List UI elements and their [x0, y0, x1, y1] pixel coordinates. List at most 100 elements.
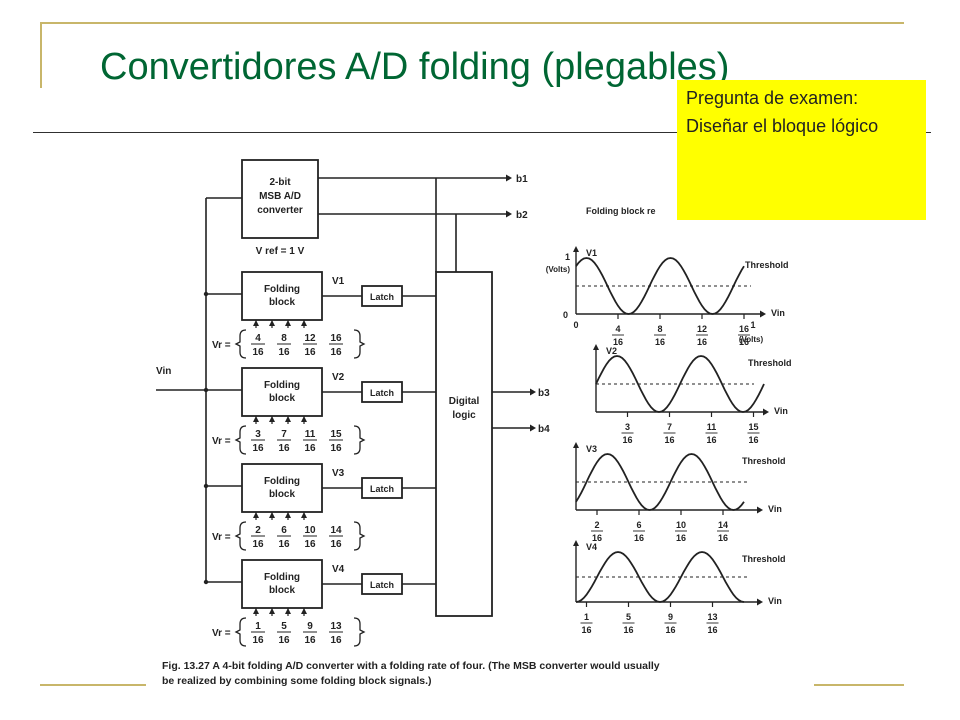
- plot1-y-unit-label: (Volts): [546, 265, 571, 274]
- ref-numerator-3-2: 6: [281, 525, 287, 536]
- plot-tick-denominator-4-1: 16: [581, 625, 591, 635]
- vin-junction-dot-3: [203, 483, 209, 489]
- plot-tick-numerator-4-4: 13: [707, 612, 717, 622]
- b2-arrow: [506, 210, 512, 218]
- ref-set-brace-left-1: [234, 329, 247, 359]
- msb-label-line2: MSB A/D: [259, 191, 301, 202]
- title-underline: [33, 132, 931, 133]
- plot-waveform-1: [575, 257, 745, 315]
- folding-output-label-2: V2: [332, 372, 345, 383]
- latch-label-2: Latch: [370, 388, 394, 398]
- plot-tick-numerator-3-3: 10: [676, 520, 686, 530]
- exam-note: Pregunta de examen: Diseñar el bloque ló…: [677, 80, 926, 220]
- figure-caption-line-1: Fig. 13.27 A 4-bit folding A/D converter…: [162, 660, 660, 672]
- plot-waveform-4: [575, 551, 745, 603]
- ref-numerator-4-2: 5: [281, 621, 287, 632]
- msb-converter-block: [241, 159, 319, 239]
- decorative-vertical-line: [40, 22, 42, 88]
- plot-tick-numerator-2-3: 11: [707, 422, 717, 432]
- msb-label-line3: converter: [257, 205, 303, 216]
- folding-label-3-line1: Folding: [264, 476, 300, 487]
- folding-block-1: [241, 271, 323, 321]
- plot-tick-denominator-2-4: 16: [748, 435, 758, 445]
- msb-label-line1: 2-bit: [269, 177, 291, 188]
- plot-tick-numerator-4-3: 9: [668, 612, 673, 622]
- folding-label-3-line2: block: [269, 489, 296, 500]
- ref-input-arrow-1-3: [285, 320, 291, 326]
- latch-label-3: Latch: [370, 484, 394, 494]
- ref-set-label-1: Vr =: [212, 340, 231, 351]
- folding-block-3: [241, 463, 323, 513]
- plot-y-arrow-1: [573, 246, 579, 252]
- plot-tick-numerator-1-4: 16: [739, 324, 749, 334]
- plot-tick-numerator-2-2: 7: [667, 422, 672, 432]
- plot-y-arrow-4: [573, 540, 579, 546]
- note-line-2: Diseñar el bloque lógico: [686, 115, 879, 136]
- digital-logic-label-2: logic: [452, 410, 476, 421]
- folding-block-2: [241, 367, 323, 417]
- plot-tick-numerator-4-1: 1: [584, 612, 589, 622]
- b3-arrow: [530, 388, 536, 396]
- ref-numerator-2-1: 3: [255, 429, 261, 440]
- ref-denominator-1-2: 16: [278, 347, 290, 358]
- folding-output-label-1: V1: [332, 276, 345, 287]
- figure-caption-line-2: be realized by combining some folding bl…: [162, 675, 432, 687]
- ref-denominator-1-3: 16: [304, 347, 316, 358]
- folding-output-label-3: V3: [332, 468, 345, 479]
- plot-tick-denominator-3-4: 16: [718, 533, 728, 543]
- plot-tick-denominator-4-4: 16: [707, 625, 717, 635]
- plot-x-arrow-1: [760, 310, 766, 318]
- b3-label: b3: [538, 388, 550, 399]
- digital-logic-block: [435, 271, 493, 617]
- ref-denominator-2-3: 16: [304, 443, 316, 454]
- ref-input-arrow-2-3: [285, 416, 291, 422]
- plot-x-label-2: Vin: [774, 406, 788, 416]
- digital-logic-label-1: Digital: [449, 396, 480, 407]
- plot-threshold-label-4: Threshold: [742, 554, 786, 564]
- ref-input-arrow-3-3: [285, 512, 291, 518]
- folding-output-label-4: V4: [332, 564, 345, 575]
- ref-denominator-2-2: 16: [278, 443, 290, 454]
- ref-input-arrow-2-1: [253, 416, 259, 422]
- vin-junction-dot-4: [203, 579, 209, 585]
- plot-threshold-label-1: Threshold: [745, 260, 789, 270]
- folding-block-4: [241, 559, 323, 609]
- plot1-x-zero-label: 0: [573, 320, 578, 330]
- vin-junction-dot-2: [203, 387, 209, 393]
- plot-tick-numerator-3-2: 6: [636, 520, 641, 530]
- ref-input-arrow-4-2: [269, 608, 275, 614]
- ref-numerator-1-3: 12: [304, 333, 316, 344]
- plot-waveform-2: [595, 355, 765, 413]
- ref-input-arrow-3-2: [269, 512, 275, 518]
- plot-x-arrow-4: [757, 598, 763, 606]
- ref-denominator-3-1: 16: [252, 539, 264, 550]
- latch-label-4: Latch: [370, 580, 394, 590]
- plots-header-label: Folding block re: [586, 206, 656, 216]
- ref-input-arrow-1-1: [253, 320, 259, 326]
- msb-vref-label: V ref = 1 V: [256, 246, 305, 257]
- plot-x-arrow-2: [763, 408, 769, 416]
- ref-numerator-2-2: 7: [281, 429, 287, 440]
- ref-numerator-2-4: 15: [330, 429, 342, 440]
- plot-tick-denominator-2-1: 16: [622, 435, 632, 445]
- ref-numerator-3-1: 2: [255, 525, 261, 536]
- ref-input-arrow-4-1: [253, 608, 259, 614]
- ref-set-label-2: Vr =: [212, 436, 231, 447]
- folding-label-1-line1: Folding: [264, 284, 300, 295]
- ref-set-brace-right-3: [353, 521, 366, 551]
- plot-x-label-3: Vin: [768, 504, 782, 514]
- ref-denominator-1-4: 16: [330, 347, 342, 358]
- note-line-1: Pregunta de examen:: [686, 88, 859, 108]
- plot1-x-end-label: 1: [750, 320, 755, 330]
- ref-numerator-1-2: 8: [281, 333, 287, 344]
- ref-set-brace-left-2: [234, 425, 247, 455]
- ref-set-brace-right-2: [353, 425, 366, 455]
- ref-denominator-1-1: 16: [252, 347, 264, 358]
- plot-x-arrow-3: [757, 506, 763, 514]
- plot-tick-denominator-3-2: 16: [634, 533, 644, 543]
- ref-input-arrow-2-2: [269, 416, 275, 422]
- ref-numerator-4-4: 13: [330, 621, 342, 632]
- b2-label: b2: [516, 210, 528, 221]
